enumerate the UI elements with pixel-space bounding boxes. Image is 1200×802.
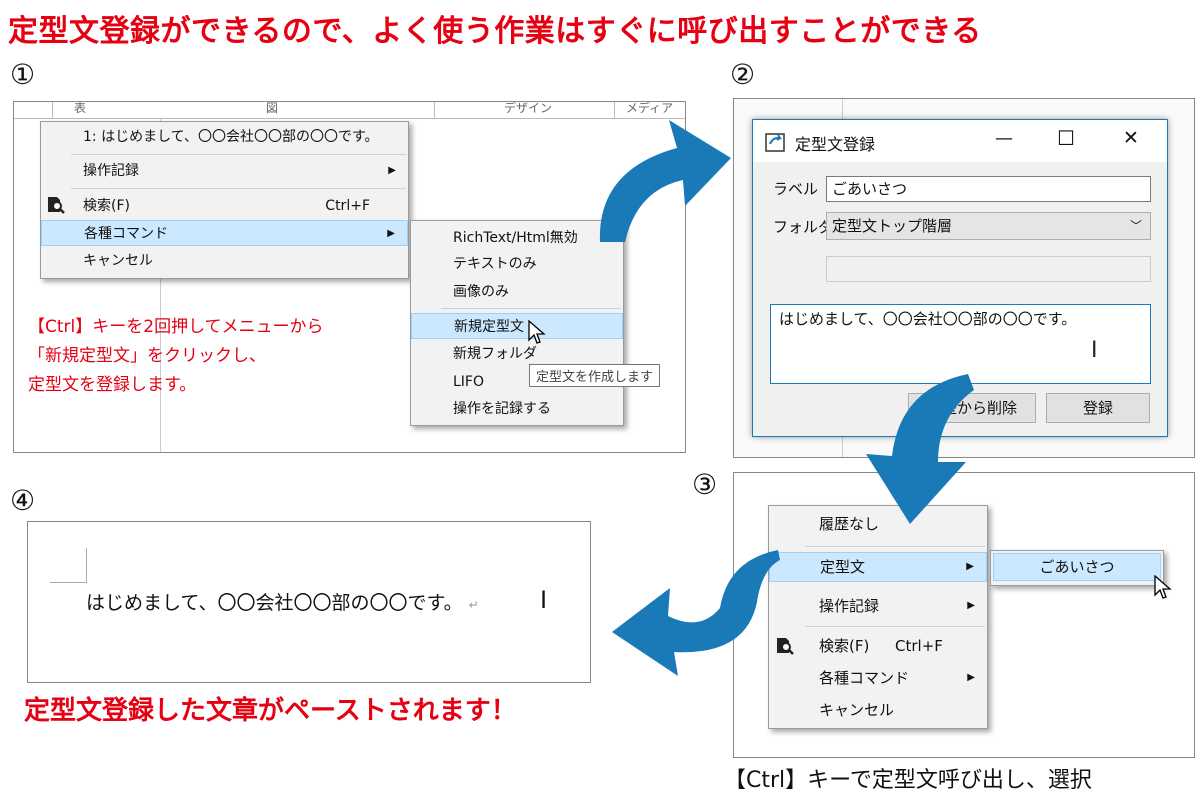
- close-button[interactable]: ✕: [1123, 127, 1139, 149]
- menu-item-label: 検索(F): [819, 637, 870, 655]
- panel-step4: はじめまして、〇〇会社〇〇部の〇〇です。 ↵ I: [27, 521, 591, 683]
- chevron-down-icon: ﹀: [1129, 219, 1142, 233]
- menu-item-commands[interactable]: 各種コマンド ▶: [41, 220, 408, 246]
- dialog-titlebar: 定型文登録 — ☐ ✕: [753, 120, 1167, 162]
- maximize-button[interactable]: ☐: [1057, 126, 1075, 150]
- folder-caption: フォルダ: [773, 218, 834, 236]
- step1-note: 【Ctrl】キーを2回押してメニューから 「新規定型文」をクリックし、 定型文を…: [28, 313, 324, 400]
- submenu-item-record[interactable]: 操作を記録する: [453, 401, 551, 417]
- note-line: 定型文を登録します。: [28, 375, 197, 395]
- submenu-item-image-only[interactable]: 画像のみ: [453, 284, 509, 300]
- register-button[interactable]: 登録: [1046, 393, 1150, 423]
- return-mark-icon: ↵: [468, 598, 479, 612]
- menu-item-label: 各種コマンド: [819, 669, 910, 687]
- ribbon-columns: 表 図 デザイン メディア: [14, 102, 685, 119]
- label-caption: ラベル: [773, 180, 819, 198]
- dialog-title: 定型文登録: [795, 135, 876, 154]
- step-number-2: ②: [730, 58, 756, 91]
- submenu-item-richtext[interactable]: RichText/Html無効: [453, 230, 578, 246]
- arrow-1-to-2-icon: [599, 120, 731, 242]
- menu-item-history-1[interactable]: 1: はじめまして、〇〇会社〇〇部の〇〇です。: [83, 129, 379, 145]
- submenu-item-new-template[interactable]: 新規定型文: [411, 313, 623, 339]
- chevron-right-icon: ▶: [388, 165, 396, 176]
- minimize-button[interactable]: —: [995, 128, 1013, 149]
- shortcut-label: Ctrl+F: [325, 198, 370, 214]
- shortcut-label: Ctrl+F: [895, 637, 943, 655]
- context-menu: 1: はじめまして、〇〇会社〇〇部の〇〇です。 操作記録 ▶ 検索(F) Ctr…: [40, 121, 409, 279]
- menu-item-operation-record[interactable]: 操作記録 ▶: [769, 592, 987, 620]
- search-icon: [775, 634, 795, 665]
- pasted-text-line[interactable]: はじめまして、〇〇会社〇〇部の〇〇です。 ↵: [86, 588, 479, 615]
- arrow-2-to-3-icon: [866, 374, 974, 524]
- menu-item-search[interactable]: 検索(F) Ctrl+F: [769, 632, 987, 660]
- menu-item-label: 操作記録: [819, 597, 880, 615]
- folder-select-value: 定型文トップ階層: [832, 217, 953, 235]
- column-media[interactable]: メディア: [626, 101, 674, 115]
- step-number-1: ①: [10, 58, 36, 91]
- menu-item-no-history: 履歴なし: [819, 515, 880, 533]
- tooltip: 定型文を作成します: [529, 364, 661, 387]
- chevron-right-icon: ▶: [387, 228, 395, 239]
- disabled-field: [826, 256, 1151, 282]
- menu-item-cancel[interactable]: キャンセル: [819, 701, 895, 719]
- text-cursor-icon: I: [1091, 338, 1098, 363]
- context-menu: 履歴なし 定型文 ▶ 操作記録 ▶ 検索(F) Ctrl+F 各種コマンド ▶ …: [768, 505, 988, 729]
- submenu-item-lifo[interactable]: LIFO: [453, 374, 485, 390]
- commands-submenu: RichText/Html無効 テキストのみ 画像のみ 新規定型文 新規フォルダ…: [410, 220, 624, 426]
- headline: 定型文登録ができるので、よく使う作業はすぐに呼び出すことができる: [8, 14, 982, 49]
- column-design[interactable]: デザイン: [504, 101, 553, 115]
- step-number-4: ④: [10, 484, 36, 517]
- column-table[interactable]: 表: [74, 101, 87, 115]
- panel-step1: 表 図 デザイン メディア 1: はじめまして、〇〇会社〇〇部の〇〇です。 操作…: [13, 101, 686, 453]
- chevron-right-icon: ▶: [967, 600, 975, 611]
- note-line: 「新規定型文」をクリックし、: [28, 346, 266, 366]
- menu-item-commands[interactable]: 各種コマンド ▶: [769, 664, 987, 692]
- submenu-item-new-folder[interactable]: 新規フォルダ: [453, 346, 537, 362]
- menu-item-label: 各種コマンド: [84, 226, 168, 242]
- menu-item-label: 操作記録: [83, 163, 139, 179]
- pasted-text: はじめまして、〇〇会社〇〇部の〇〇です。: [86, 592, 463, 614]
- menu-item-operation-record[interactable]: 操作記録 ▶: [41, 158, 408, 184]
- menu-item-cancel[interactable]: キャンセル: [83, 253, 153, 269]
- menu-item-templates[interactable]: 定型文 ▶: [769, 552, 987, 582]
- text-cursor-icon: I: [540, 586, 548, 614]
- mouse-cursor-icon: [1154, 575, 1172, 599]
- step-number-3: ③: [692, 468, 718, 501]
- chevron-right-icon: ▶: [966, 561, 974, 572]
- menu-item-label: 定型文: [820, 558, 866, 576]
- mouse-cursor-icon: [528, 320, 546, 344]
- step4-caption: 定型文登録した文章がペーストされます！: [24, 696, 517, 726]
- label-input[interactable]: ごあいさつ: [826, 176, 1151, 202]
- chevron-right-icon: ▶: [967, 672, 975, 683]
- folder-select[interactable]: 定型文トップ階層 ﹀: [826, 212, 1151, 240]
- menu-item-label: 検索(F): [83, 198, 130, 214]
- app-icon: [765, 131, 787, 157]
- search-icon: [46, 193, 66, 224]
- template-text: はじめまして、〇〇会社〇〇部の〇〇です。: [779, 310, 1077, 328]
- submenu-item-greeting[interactable]: ごあいさつ: [993, 553, 1161, 581]
- arrow-3-to-4-icon: [612, 550, 780, 676]
- submenu-item-text-only[interactable]: テキストのみ: [453, 256, 537, 272]
- margin-corner-mark: [50, 548, 87, 583]
- column-figure[interactable]: 図: [266, 101, 279, 115]
- templates-submenu: ごあいさつ: [990, 550, 1164, 586]
- menu-item-search[interactable]: 検索(F) Ctrl+F: [41, 193, 408, 219]
- note-line: 【Ctrl】キーを2回押してメニューから: [28, 317, 324, 337]
- step3-caption: 【Ctrl】キーで定型文呼び出し、選択: [724, 768, 1092, 793]
